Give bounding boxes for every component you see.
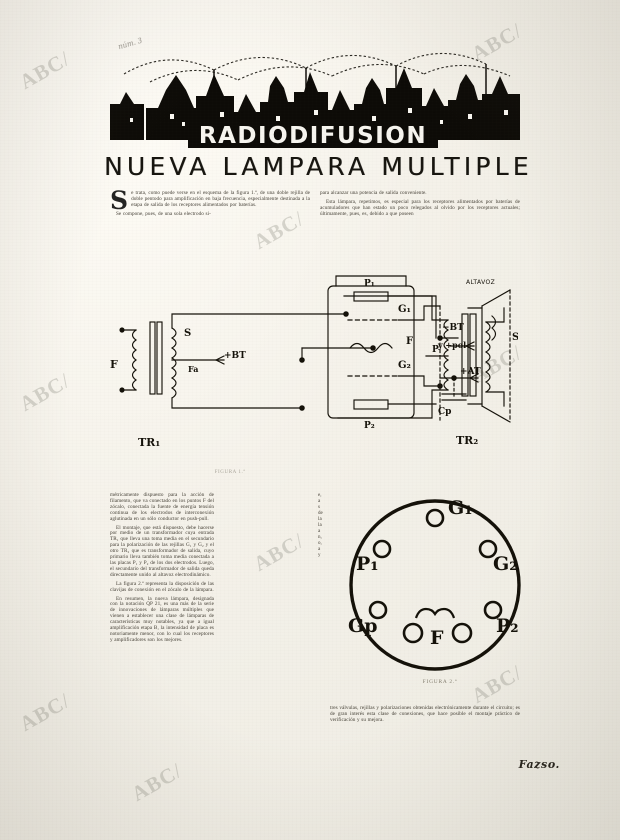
gutter-fragment: a — [318, 529, 321, 534]
label-altavoz: ALTAVOZ — [466, 279, 495, 286]
label-p1: P₁ — [364, 279, 375, 289]
masthead-illustration: RADIODIFUSION — [110, 30, 520, 148]
gutter-fragment: e, — [318, 493, 322, 498]
label-s-secondary: S — [512, 332, 518, 343]
gutter-fragment: y — [318, 553, 321, 558]
gutter-fragment: de — [318, 511, 323, 516]
gutter-fragment: la — [318, 517, 322, 522]
body-column-left: métricamente dispuesto para la acción de… — [110, 492, 214, 738]
label-f-input: F — [110, 358, 118, 371]
paragraph: e trata, como puede verse en el esquema … — [131, 190, 310, 208]
figure-1-schematic: TR₁ S Fa F +BT G₁ F G₂ P₁ P₂ −BT y +pol … — [106, 268, 518, 468]
pin-label-p1: P₁ — [356, 553, 379, 575]
label-g2: G₂ — [398, 360, 411, 371]
paragraph: El montaje, que está dispuesto, debe hac… — [110, 524, 214, 578]
headline-rule — [104, 182, 524, 183]
label-g1: G₁ — [398, 304, 411, 315]
pin-hole-p1 — [372, 539, 392, 559]
pin-hole-gp — [368, 600, 388, 620]
paragraph: En resumen, la nueva lámpara, designada … — [110, 595, 214, 643]
figure-2-caption: FIGURA 2.ª — [422, 679, 458, 685]
gutter-fragment: a — [318, 499, 321, 504]
label-tr1: TR₁ — [138, 436, 160, 449]
label-at-positive: +AT — [460, 367, 481, 377]
pin-label-g1: G₁ — [448, 497, 473, 519]
page-title: NUEVA LAMPARA MULTIPLE — [104, 152, 533, 181]
paragraph: para alcanzar una potencia de salida con… — [320, 190, 427, 196]
drop-cap: S — [110, 186, 129, 215]
watermark-abc: ABC/ — [15, 368, 75, 417]
figure-2-socket: G₁ G₂ P₂ P₁ Gp F — [338, 492, 532, 686]
gutter-fragment: la — [318, 523, 322, 528]
pin-hole-g2 — [478, 539, 498, 559]
watermark-abc: ABC/ — [249, 528, 309, 577]
watermark-abc: ABC/ — [127, 758, 187, 807]
paragraph: tres válvulas, rejillas y polarizaciones… — [330, 705, 520, 723]
pin-label-g2: G₂ — [493, 553, 518, 575]
pin-hole-g1 — [425, 508, 445, 528]
label-f-filament: F — [406, 336, 413, 347]
body-column-bottom-right: tres válvulas, rejillas y polarizaciones… — [330, 705, 520, 776]
pin-hole-f-left — [402, 622, 424, 644]
label-cp: Cp — [438, 407, 451, 417]
gutter-fragment: o, — [318, 541, 322, 546]
pin-hole-f-right — [451, 622, 473, 644]
pin-label-gp: Gp — [348, 615, 378, 637]
gutter-fragment: s — [318, 505, 320, 510]
gutter-fragment: n, — [318, 535, 322, 540]
paragraph: La figura 2.ª representa la disposición … — [110, 580, 214, 593]
masthead-word: RADIODIFUSION — [199, 123, 427, 148]
intro-column-right: para alcanzar una potencia de salida con… — [320, 190, 520, 263]
label-fa: Fa — [188, 364, 198, 374]
pin-label-p2: P₂ — [496, 615, 519, 637]
paragraph: Se compone, pues, de una sola electrodo … — [116, 210, 211, 217]
label-p2: P₂ — [364, 421, 375, 431]
label-p-primary: P — [432, 345, 439, 355]
watermark-abc: ABC/ — [15, 688, 75, 737]
paragraph: Esta lámpara, repetimos, es especial par… — [320, 198, 520, 217]
figure-1-caption: FIGURA 1.ª — [214, 470, 246, 475]
gutter-fragment: a — [318, 547, 321, 552]
author-signature: Fazso. — [518, 758, 560, 771]
paragraph: métricamente dispuesto para la acción de… — [110, 492, 214, 522]
label-y-pol: y +pol — [437, 340, 466, 350]
pin-label-f: F — [430, 627, 444, 649]
label-bt-positive: +BT — [224, 351, 246, 361]
watermark-abc: ABC/ — [15, 46, 75, 95]
label-tr2: TR₂ — [456, 434, 478, 447]
label-bt-negative: −BT — [442, 323, 464, 333]
label-s1: S — [184, 328, 191, 339]
pin-hole-p2 — [483, 600, 503, 620]
